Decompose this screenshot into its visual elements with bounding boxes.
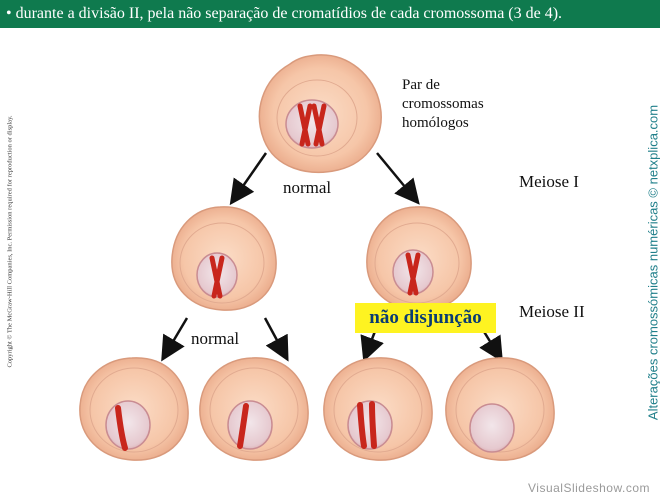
cell-meiosis1-left: [171, 206, 277, 311]
daughter-cell-2: [199, 357, 309, 461]
arrow-meiosis2-2: [263, 317, 289, 362]
non-disjunction-label: não disjunção: [355, 303, 496, 333]
homologous-pair-label: Par de cromossomas homólogos: [402, 76, 484, 133]
arrow-meiosis1-left: [229, 152, 268, 206]
pair-label-line2: cromossomas: [402, 96, 484, 112]
header-banner: • durante a divisão II, pela não separaç…: [0, 0, 660, 28]
chromatid: [369, 401, 377, 449]
cell-meiosis1-right: [366, 206, 472, 311]
parent-cell: [258, 54, 382, 174]
normal-label-meiosis1: normal: [283, 178, 332, 197]
chromatid: [357, 402, 367, 449]
meiosis-2-label: Meiose II: [519, 302, 585, 321]
chromosome-pair: [297, 103, 327, 147]
sidebar-caption: Alterações cromossómicas numéricas © net…: [645, 104, 660, 421]
chromosome: [405, 252, 421, 296]
arrow-meiosis2-4: [479, 329, 503, 363]
daughter-cell-1: [79, 357, 189, 461]
chromatid: [115, 405, 128, 451]
pair-label-line3: homólogos: [402, 115, 469, 131]
daughter-cell-3: [323, 357, 433, 461]
chromosome: [209, 255, 225, 299]
daughter-cell-4: [445, 357, 555, 461]
chromatid: [237, 403, 249, 449]
arrow-meiosis2-1: [161, 317, 189, 362]
meiosis-1-label: Meiose I: [519, 172, 579, 191]
normal-label-meiosis2: normal: [191, 329, 240, 348]
watermark: VisualSlideshow.com: [527, 481, 650, 495]
pair-label-line1: Par de: [402, 77, 440, 93]
copyright-notice: Copyright © The McGraw-Hill Companies, I…: [6, 115, 14, 368]
arrow-meiosis1-right: [376, 152, 420, 205]
banner-text: • durante a divisão II, pela não separaç…: [6, 5, 563, 22]
